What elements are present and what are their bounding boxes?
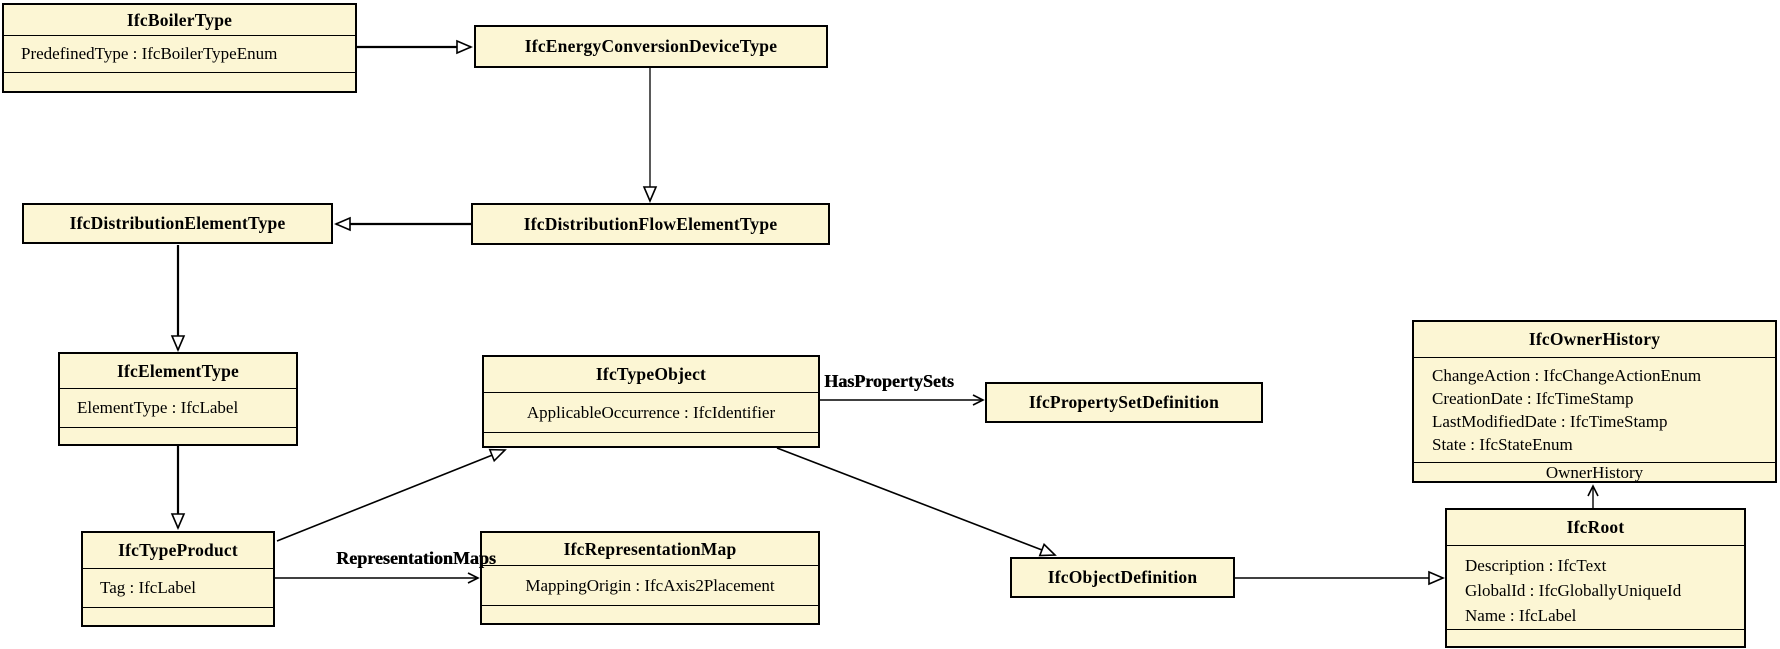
- class-attribute: State : IfcStateEnum: [1432, 435, 1573, 454]
- class-title: IfcRepresentationMap: [563, 538, 737, 559]
- class-ifcenergyconversiondevicetype[interactable]: IfcEnergyConversionDeviceType: [474, 25, 828, 68]
- class-attribute: ElementType : IfcLabel: [60, 388, 296, 427]
- class-ifctypeproduct[interactable]: IfcTypeProduct Tag : IfcLabel: [81, 531, 275, 627]
- class-attribute: ChangeAction : IfcChangeActionEnum: [1432, 366, 1702, 385]
- class-attribute-list: Description : IfcText GlobalId : IfcGlob…: [1447, 545, 1744, 629]
- class-attribute-list: ChangeAction : IfcChangeActionEnum Creat…: [1414, 357, 1775, 462]
- class-ifcelementtype[interactable]: IfcElementType ElementType : IfcLabel: [58, 352, 298, 446]
- class-attribute: CreationDate : IfcTimeStamp: [1432, 389, 1634, 408]
- inheritance-arrow-typeobject-to-objectdefinition: [776, 447, 1055, 555]
- class-ifcroot[interactable]: IfcRoot Description : IfcText GlobalId :…: [1445, 508, 1746, 648]
- class-attribute: GlobalId : IfcGloballyUniqueId: [1465, 581, 1682, 600]
- empty-compartment: [83, 607, 273, 625]
- class-title: IfcPropertySetDefinition: [1028, 392, 1220, 412]
- class-title: IfcOwnerHistory: [1528, 329, 1661, 349]
- class-attribute: ApplicableOccurrence : IfcIdentifier: [484, 392, 818, 432]
- class-attribute: LastModifiedDate : IfcTimeStamp: [1432, 412, 1668, 431]
- inheritance-arrow-typeproduct-to-typeobject: [276, 450, 505, 542]
- class-ifcdistributionelementtype[interactable]: IfcDistributionElementType: [22, 203, 333, 244]
- class-attribute: Description : IfcText: [1465, 556, 1607, 575]
- class-ifcobjectdefinition[interactable]: IfcObjectDefinition: [1010, 557, 1235, 598]
- ownerhistory-association-label: OwnerHistory: [1414, 462, 1775, 483]
- class-ifcdistributionflowelementtype[interactable]: IfcDistributionFlowElementType: [471, 203, 830, 245]
- class-title: IfcEnergyConversionDeviceType: [524, 36, 778, 56]
- class-title: IfcRoot: [1566, 517, 1625, 537]
- class-attribute: PredefinedType : IfcBoilerTypeEnum: [4, 35, 355, 72]
- edge-label-representationmaps: RepresentationMaps: [336, 548, 496, 568]
- class-title: IfcDistributionElementType: [69, 213, 286, 233]
- class-ifcownerhistory[interactable]: IfcOwnerHistory ChangeAction : IfcChange…: [1412, 320, 1777, 483]
- class-ifcboilertype[interactable]: IfcBoilerType PredefinedType : IfcBoiler…: [2, 3, 357, 93]
- class-attribute: Name : IfcLabel: [1465, 606, 1577, 625]
- class-ifcpropertysetdefinition[interactable]: IfcPropertySetDefinition: [985, 382, 1263, 423]
- class-title: IfcBoilerType: [126, 9, 233, 30]
- class-title: IfcObjectDefinition: [1047, 567, 1198, 587]
- empty-compartment: [484, 432, 818, 446]
- class-title: IfcTypeObject: [595, 364, 707, 384]
- empty-compartment: [4, 72, 355, 91]
- empty-compartment: [1447, 629, 1744, 646]
- class-title: IfcElementType: [116, 360, 240, 381]
- class-title: IfcDistributionFlowElementType: [523, 213, 778, 234]
- class-ifctypeobject[interactable]: IfcTypeObject ApplicableOccurrence : Ifc…: [482, 355, 820, 448]
- empty-compartment: [482, 605, 818, 623]
- class-attribute: Tag : IfcLabel: [83, 568, 273, 607]
- class-attribute: MappingOrigin : IfcAxis2Placement: [482, 565, 818, 605]
- class-ifcrepresentationmap[interactable]: IfcRepresentationMap MappingOrigin : Ifc…: [480, 531, 820, 625]
- empty-compartment: [60, 427, 296, 444]
- edge-label-haspropertysets: HasPropertySets: [824, 371, 954, 391]
- class-title: IfcTypeProduct: [118, 540, 238, 560]
